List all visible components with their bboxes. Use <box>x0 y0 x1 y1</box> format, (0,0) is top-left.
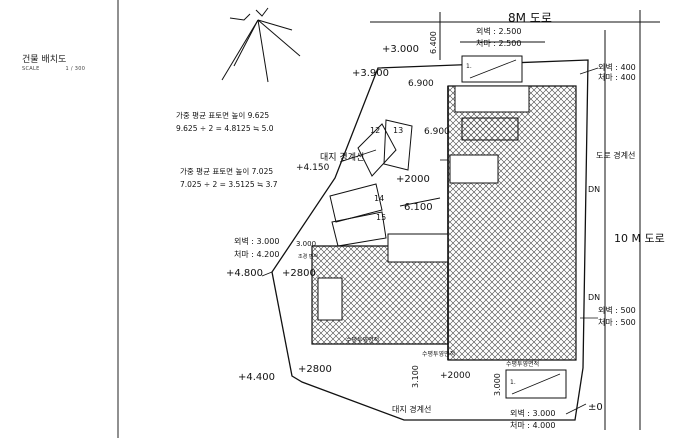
main-building <box>311 85 577 361</box>
level-6400: 6.400 <box>429 31 438 54</box>
north-arrow-icon <box>221 7 301 83</box>
level-4150: +4.150 <box>296 163 330 173</box>
small-box-label: 조경 면적 <box>298 253 318 260</box>
landscape-label-south-right: 수평투영면적 <box>506 360 539 368</box>
avg-ground-note-1a: 가중 평균 표토면 높이 9.625 <box>176 110 269 120</box>
scale-label: SCALE <box>22 66 40 72</box>
avg-ground-note-2a: 가중 평균 표토면 높이 7.025 <box>180 166 273 176</box>
scale-value: 1 / 300 <box>65 66 86 72</box>
level-3000-bottom: 3.000 <box>493 373 502 396</box>
level-6900-top: 6.900 <box>408 79 434 89</box>
setback-west-eave: 처마 : 4.200 <box>234 250 279 259</box>
sheet-title: 건물 배치도 <box>22 55 67 65</box>
stair-12: 12 <box>370 126 380 135</box>
site-boundary <box>271 59 589 421</box>
avg-ground-note-2b: 7.025 ÷ 2 = 3.5125 ≒ 3.7 <box>180 180 278 189</box>
level-6100: 6.100 <box>404 202 433 213</box>
adjacent-boundary-bottom-label: 대지 경계선 <box>392 404 431 414</box>
east-road-label: 10 M 도로 <box>614 232 665 245</box>
dn-marker-upper: DN <box>588 185 600 194</box>
setback-west-min: 외벽 : 3.000 <box>234 236 279 246</box>
level-zero: ±0 <box>588 402 603 413</box>
stair-14: 14 <box>374 194 384 203</box>
leader-lines <box>261 67 599 415</box>
parking-box-mark: 1. <box>466 63 472 70</box>
level-3100: 3.100 <box>411 365 420 388</box>
dn-marker-lower: DN <box>588 293 600 302</box>
setback-ne-eave: 처마 : 400 <box>598 73 636 82</box>
road-boundary-label: 도로 경계선 <box>596 150 635 160</box>
setback-ne-min: 외벽 : 400 <box>598 62 636 72</box>
level-plus4800: +4.800 <box>226 268 263 279</box>
setback-south-min: 외벽 : 3.000 <box>510 408 555 418</box>
level-plus4400: +4.400 <box>238 372 275 383</box>
north-road <box>370 10 660 430</box>
level-plus3000: +3.000 <box>382 44 419 55</box>
parking-box-south-mark: 1. <box>510 379 516 386</box>
level-plus3900: +3.900 <box>352 68 389 79</box>
stair-15: 15 <box>376 213 386 222</box>
setback-east-eave: 처마 : 500 <box>598 318 636 327</box>
level-3000-west: 3.000 <box>296 240 316 248</box>
terrace-steps <box>329 119 441 247</box>
level-plus2800: +2800 <box>282 268 316 279</box>
adjacent-boundary-left-label: 대지 경계선 <box>320 151 364 163</box>
level-6900-mid: 6.900 <box>424 127 450 137</box>
setback-east-min: 외벽 : 500 <box>598 305 636 315</box>
level-2000-mid: +2000 <box>396 174 430 185</box>
stair-13: 13 <box>393 126 403 135</box>
setback-north-min: 외벽 : 2.500 <box>476 26 521 36</box>
setback-north-eave: 처마 : 2.500 <box>476 39 521 48</box>
north-road-label: 8M 도로 <box>508 11 552 25</box>
level-plus2800-bottom: +2800 <box>298 364 332 375</box>
setback-south-eave: 처마 : 4.000 <box>510 421 555 430</box>
landscape-label-west: 수평투영면적 <box>346 336 379 344</box>
landscape-label-south-left: 수평투영면적 <box>422 350 455 358</box>
scale-note: SCALE 1 / 300 <box>22 66 85 72</box>
avg-ground-note-1b: 9.625 ÷ 2 = 4.8125 ≒ 5.0 <box>176 124 274 133</box>
level-plus2000-bottom: +2000 <box>440 371 471 381</box>
